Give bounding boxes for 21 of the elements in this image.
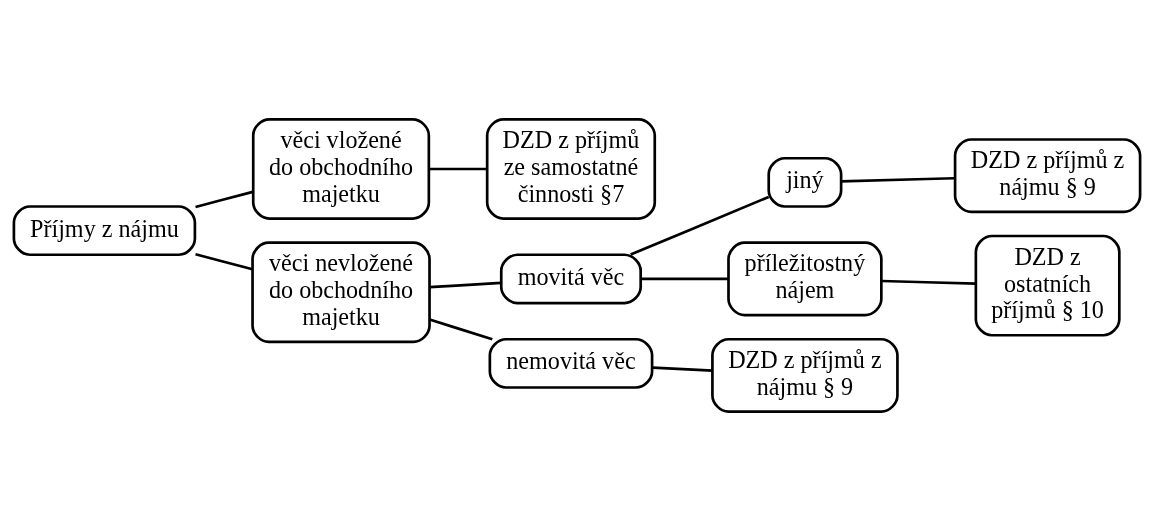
node-box: jiný <box>767 156 843 208</box>
node-box: věci nevložené do obchodního majetku <box>251 241 431 344</box>
node-box: DZD z příjmů ze samostatné činnosti §7 <box>485 118 657 220</box>
connector <box>841 176 955 183</box>
connector <box>881 279 976 285</box>
node-box: DZD z příjmů z nájmu § 9 <box>711 337 899 413</box>
node-box: movitá věc <box>499 253 642 305</box>
node-box: DZD z ostatních příjmů § 10 <box>974 234 1121 337</box>
connector <box>652 366 713 372</box>
connector <box>195 253 253 271</box>
node-box: DZD z příjmů z nájmu § 9 <box>953 138 1142 214</box>
connector <box>429 281 502 289</box>
node-box: Příjmy z nájmu <box>12 205 197 257</box>
connector <box>641 277 729 281</box>
node-box: příležitostný nájem <box>727 241 883 317</box>
node-box: věci vložené do obchodního majetku <box>251 118 431 220</box>
connector <box>428 167 488 171</box>
connector <box>429 318 493 341</box>
connector <box>195 190 254 209</box>
node-box: nemovitá věc <box>488 337 654 389</box>
connector <box>630 195 770 256</box>
